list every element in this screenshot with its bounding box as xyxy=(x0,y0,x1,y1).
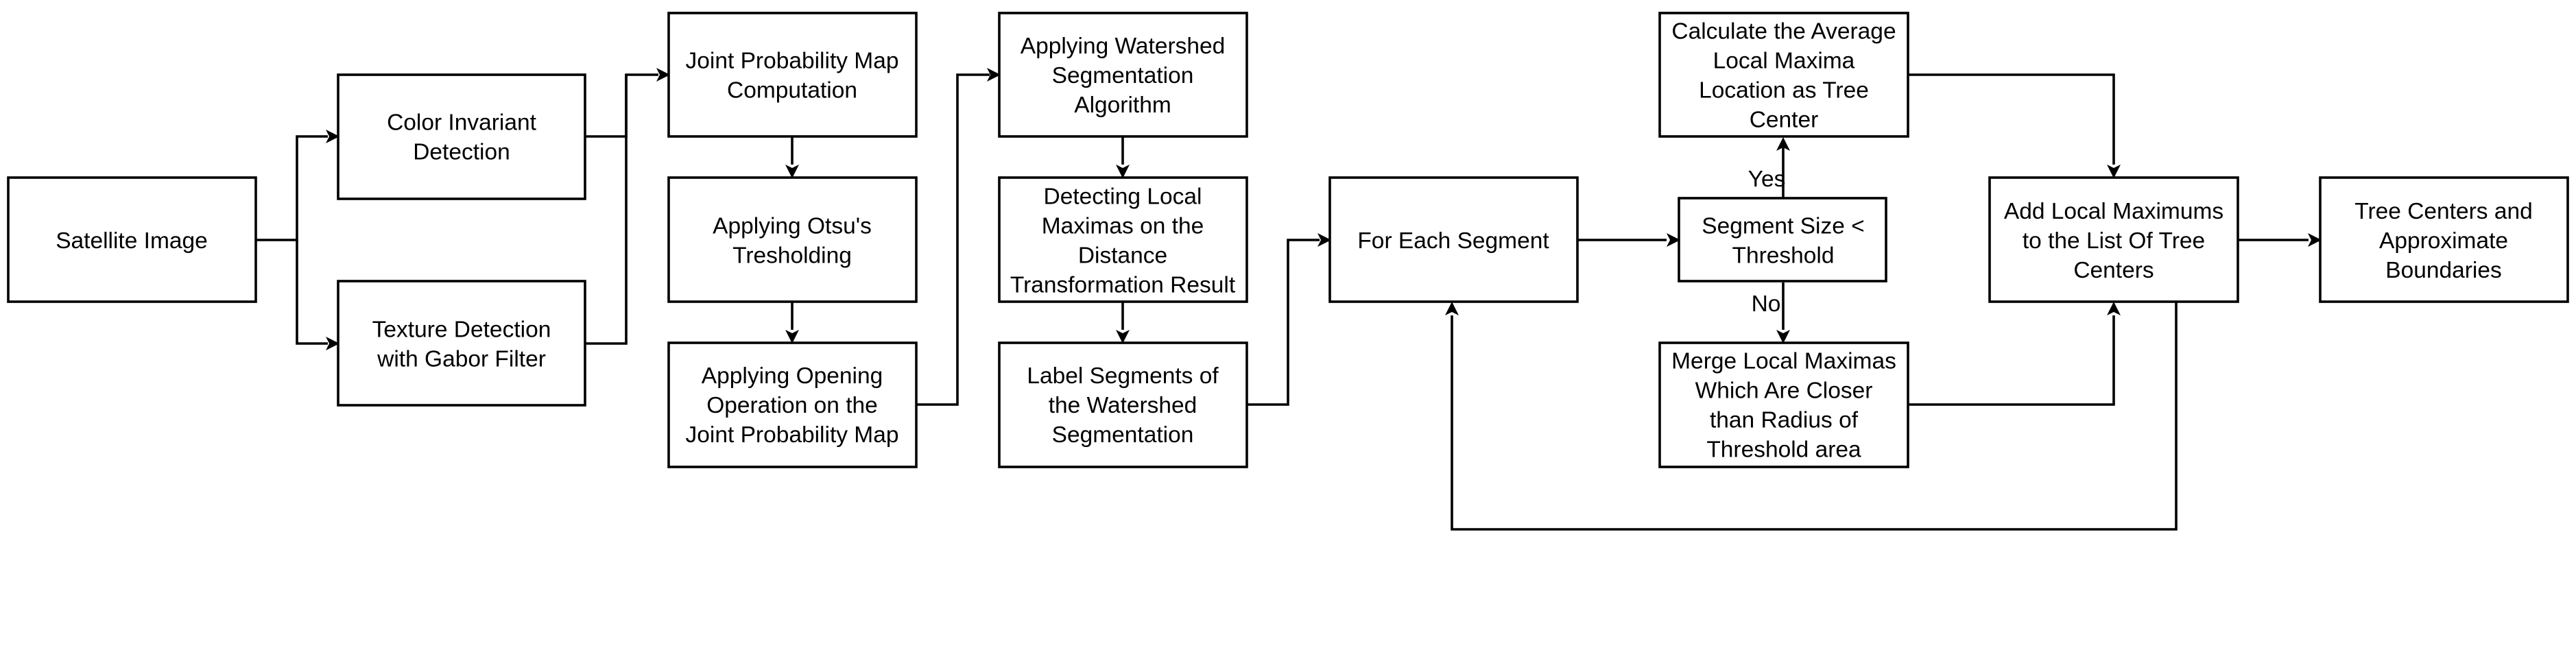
label-line: to the List Of Tree xyxy=(2023,228,2205,254)
arrowhead-color-invariant xyxy=(326,130,339,143)
label-line: Algorithm xyxy=(1074,93,1171,118)
label-line: Applying Otsu's xyxy=(713,214,872,239)
label-line: Segment Size < xyxy=(1702,214,1864,239)
label-line: Label Segments of xyxy=(1027,363,1219,389)
edge-texture-to-joint-prob xyxy=(585,75,628,345)
label-line: than Radius of xyxy=(1710,408,1859,433)
label-line: Distance xyxy=(1078,243,1167,269)
arrowhead-add-list-top xyxy=(2107,165,2121,178)
edge-label-segments-to-for-each xyxy=(1247,239,1320,406)
arrowhead-otsu xyxy=(785,165,799,178)
label-line: Boundaries xyxy=(2385,258,2501,283)
arrowhead-avg-center xyxy=(1776,137,1790,151)
label-line: Local Maxima xyxy=(1713,49,1855,74)
edge-satellite-to-texture xyxy=(296,240,328,345)
label-line: Calculate the Average xyxy=(1671,19,1896,45)
label-line: Tree Centers and xyxy=(2354,199,2532,224)
label-line: Merge Local Maximas xyxy=(1671,349,1896,374)
arrowhead-merge xyxy=(1776,330,1790,344)
label-line: Centers xyxy=(2073,258,2154,283)
node-satellite-image: Satellite Image xyxy=(7,176,257,303)
node-segment-size-check-label: Segment Size < Threshold xyxy=(1702,214,1864,269)
edge-avg-center-to-add-list xyxy=(1908,73,2115,165)
label-line: Tresholding xyxy=(732,243,852,269)
label-line: Joint Probability Map xyxy=(686,49,899,74)
label-line: Detecting Local xyxy=(1044,184,1202,210)
label-line: Center xyxy=(1750,108,1819,133)
edge-color-invariant-to-joint-prob xyxy=(585,73,658,138)
label-line: Color Invariant xyxy=(387,110,537,136)
node-segment-size-check: Segment Size < Threshold xyxy=(1678,197,1887,282)
label-line: Detection xyxy=(413,140,510,165)
label-line: Applying Watershed xyxy=(1021,34,1226,59)
label-line: with Gabor Filter xyxy=(377,347,546,372)
arrowhead-add-list-bottom xyxy=(2107,302,2121,315)
arrowhead-size-check xyxy=(1667,233,1680,247)
label-line: Operation on the xyxy=(706,393,878,418)
node-satellite-image-label: Satellite Image xyxy=(56,228,208,254)
label-line: Computation xyxy=(727,78,857,104)
label-line: Threshold area xyxy=(1706,437,1861,463)
label-line: Location as Tree xyxy=(1699,78,1869,104)
edge-merge-to-add-list xyxy=(1908,315,2115,406)
arrowhead-for-each xyxy=(1317,233,1331,247)
arrowhead-for-each-loop xyxy=(1445,302,1459,315)
label-line: Segmentation xyxy=(1052,63,1194,88)
edge-label-no: No xyxy=(1752,291,1781,317)
label-line: For Each Segment xyxy=(1357,228,1549,254)
label-line: Applying Opening xyxy=(702,363,883,389)
label-line: Satellite Image xyxy=(56,228,208,254)
edge-opening-to-watershed xyxy=(916,73,990,406)
arrowhead-watershed xyxy=(987,68,1001,82)
edges xyxy=(256,73,2309,531)
arrowhead-label-segments xyxy=(1116,330,1130,344)
label-line: Segmentation xyxy=(1052,422,1194,448)
edge-label-yes: Yes xyxy=(1748,167,1786,192)
node-for-each-segment-label: For Each Segment xyxy=(1357,228,1549,254)
label-line: Joint Probability Map xyxy=(686,422,899,448)
arrowhead-texture xyxy=(326,337,339,350)
arrowhead-output xyxy=(2308,233,2322,247)
edge-satellite-to-color-invariant xyxy=(256,135,328,241)
arrowhead-joint-prob xyxy=(656,68,670,82)
label-line: the Watershed xyxy=(1049,393,1197,418)
node-texture-detection-label: Texture Detection with Gabor Filter xyxy=(372,317,551,372)
label-line: Add Local Maximums xyxy=(2004,199,2223,224)
arrowhead-opening xyxy=(785,330,799,344)
label-line: Texture Detection xyxy=(372,317,551,343)
label-line: Threshold xyxy=(1732,243,1835,269)
label-line: Approximate xyxy=(2379,228,2508,254)
node-for-each-segment: For Each Segment xyxy=(1328,176,1579,303)
label-line: Transformation Result xyxy=(1010,273,1236,298)
arrowhead-local-maxima xyxy=(1116,165,1130,178)
arrowheads xyxy=(326,68,2322,350)
edge-add-list-loop-to-for-each xyxy=(1451,302,2178,531)
label-line: Which Are Closer xyxy=(1695,378,1873,404)
label-line: Maximas on the xyxy=(1042,214,1204,239)
node-texture-detection: Texture Detection with Gabor Filter xyxy=(337,280,586,407)
